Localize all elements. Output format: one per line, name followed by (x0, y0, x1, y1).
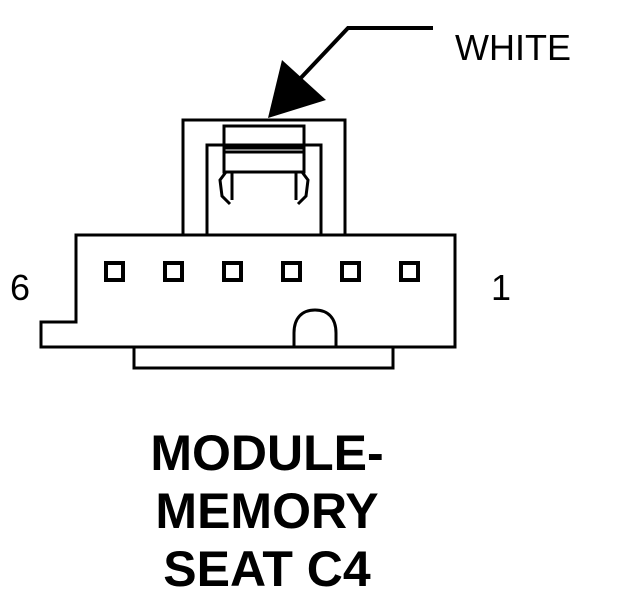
latch-tower-outer (181, 118, 347, 235)
connector-body (39, 233, 457, 349)
latch-leg-right (296, 171, 310, 206)
pin-cavity-3 (281, 261, 302, 282)
leader-line (295, 26, 433, 84)
pin-cavity-2 (340, 261, 361, 282)
connector-housing (39, 118, 457, 370)
pin-label-1: 1 (491, 267, 511, 308)
caption-line-1: MODULE- (150, 425, 384, 481)
pin-cavity-5 (163, 261, 184, 282)
polarizing-key (292, 308, 338, 347)
caption-line-2: MEMORY (155, 483, 379, 539)
leader-arrow (268, 26, 433, 118)
latch-leg-left (218, 171, 232, 206)
bottom-rail (132, 347, 395, 370)
pin-cavities (104, 261, 420, 282)
caption-line-3: SEAT C4 (163, 541, 371, 597)
pin-label-6: 6 (10, 267, 30, 308)
arrowhead (268, 60, 326, 118)
pin-cavity-4 (222, 261, 243, 282)
pin-cavity-6 (104, 261, 125, 282)
color-label-white: WHITE (455, 27, 571, 68)
pin-cavity-1 (399, 261, 420, 282)
latch-tower-inner (205, 143, 323, 235)
latch (218, 124, 310, 206)
